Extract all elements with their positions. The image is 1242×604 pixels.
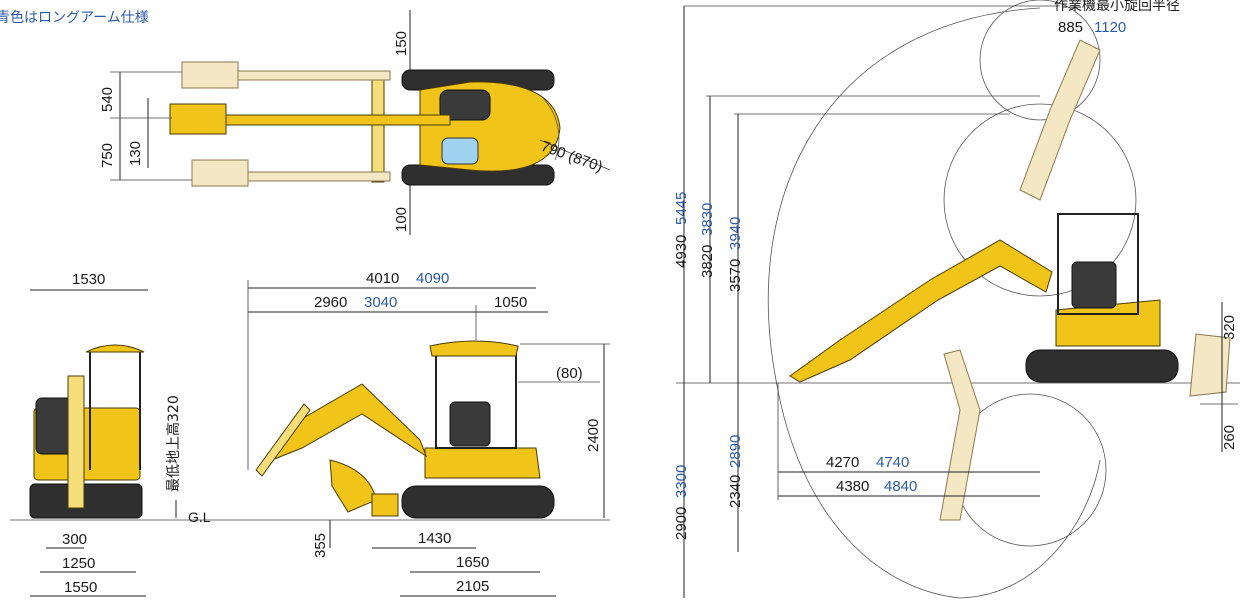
side-bucket xyxy=(329,459,377,513)
dim-130: 130 xyxy=(127,141,144,166)
ground-clearance-label: 最低地上高320 xyxy=(165,395,182,492)
reach-arc-2 xyxy=(943,103,1137,297)
overall-length-std: 4010 xyxy=(366,270,399,287)
side-upper-structure xyxy=(424,447,541,479)
max-height-long: 5445 xyxy=(673,192,690,225)
dim-2400: 2400 xyxy=(585,419,602,452)
max-dump-height-std: 3820 xyxy=(699,245,716,278)
wr-operator xyxy=(1071,261,1117,309)
dig-depth-std: 2900 xyxy=(673,507,690,540)
front-canopy-roof xyxy=(85,344,145,353)
dim-750: 750 xyxy=(99,143,116,168)
dim-3570-std: 3570 xyxy=(727,259,744,292)
max-reach-ground-long: 4740 xyxy=(876,454,909,471)
dim-1650: 1650 xyxy=(456,554,489,571)
dig-depth-long: 3300 xyxy=(673,465,690,498)
wr-blade xyxy=(1189,333,1231,397)
top-bucket-center xyxy=(169,103,227,135)
dim-300: 300 xyxy=(62,531,87,548)
dim-2105: 2105 xyxy=(456,578,489,595)
reach-arc-1 xyxy=(979,0,1101,121)
wr-upper-structure xyxy=(1055,299,1161,347)
dim-150: 150 xyxy=(393,31,410,56)
side-operator xyxy=(449,401,491,447)
dim-355: 355 xyxy=(312,533,329,558)
top-arm-left xyxy=(229,70,391,81)
min-swing-radius-label: 作業機最小旋回半径 xyxy=(1054,0,1180,14)
working-envelope xyxy=(767,7,1101,599)
wr-cab-frame xyxy=(1057,213,1139,315)
top-arm-center xyxy=(219,114,451,126)
dim-1550: 1550 xyxy=(64,579,97,596)
top-arm-right xyxy=(229,171,391,182)
gl-label: G.L xyxy=(188,509,211,525)
wr-boom-raised xyxy=(1019,39,1101,201)
working-range-view: 作業機最小旋回半径 885 1120 4930 5445 3820 3830 3… xyxy=(673,0,1240,599)
side-view: 4010 4090 2960 3040 1050 (80) 2400 355 1… xyxy=(247,270,610,597)
top-790-leader xyxy=(539,139,611,171)
dim-1430: 1430 xyxy=(418,530,451,547)
dim-1250: 1250 xyxy=(62,555,95,572)
boom-length-std: 2960 xyxy=(314,294,347,311)
vertical-wall-std: 2340 xyxy=(727,475,744,508)
front-view: 1530 最低地上高320 G.L 300 1250 1550 xyxy=(10,271,610,597)
wr-track xyxy=(1025,349,1179,383)
front-tracks xyxy=(29,483,143,519)
overall-length-long: 4090 xyxy=(416,270,449,287)
side-arm xyxy=(255,403,311,477)
wr-arm-lowered xyxy=(939,349,981,521)
top-bucket-left xyxy=(181,61,239,89)
max-dump-height-long: 3830 xyxy=(699,203,716,236)
dim-1050: 1050 xyxy=(494,294,527,311)
max-height-std: 4930 xyxy=(673,235,690,268)
top-blade xyxy=(371,71,385,183)
side-boom-arm xyxy=(261,383,428,465)
caption-long-arm-note: 青色はロングアーム仕様 xyxy=(0,9,149,26)
top-bucket-right xyxy=(191,159,249,187)
side-cab-roof xyxy=(429,340,519,357)
min-swing-radius-long: 1120 xyxy=(1094,19,1126,36)
top-view: 790 (870) 150 100 540 750 130 xyxy=(99,10,611,235)
side-track xyxy=(401,485,555,519)
dim-540: 540 xyxy=(99,87,116,112)
max-reach-std: 4380 xyxy=(836,478,869,495)
boom-length-long: 3040 xyxy=(364,294,397,311)
side-blade xyxy=(371,493,399,517)
top-cab-window xyxy=(441,137,479,165)
max-reach-ground-std: 4270 xyxy=(826,454,859,471)
dim-320: 320 xyxy=(1221,315,1238,340)
dim-3570-long: 3940 xyxy=(727,217,744,250)
top-tail-swing-arc xyxy=(539,94,560,161)
dim-1530: 1530 xyxy=(72,271,105,288)
front-boom xyxy=(67,375,85,509)
dim-260: 260 xyxy=(1221,425,1238,450)
dim-80: (80) xyxy=(556,365,583,382)
dim-100: 100 xyxy=(393,207,410,232)
top-engine-cover xyxy=(439,89,491,121)
min-swing-radius-std: 885 xyxy=(1058,19,1083,36)
max-reach-long: 4840 xyxy=(884,478,917,495)
vertical-wall-long: 2890 xyxy=(727,435,744,468)
wr-boom-extended xyxy=(789,239,1053,383)
